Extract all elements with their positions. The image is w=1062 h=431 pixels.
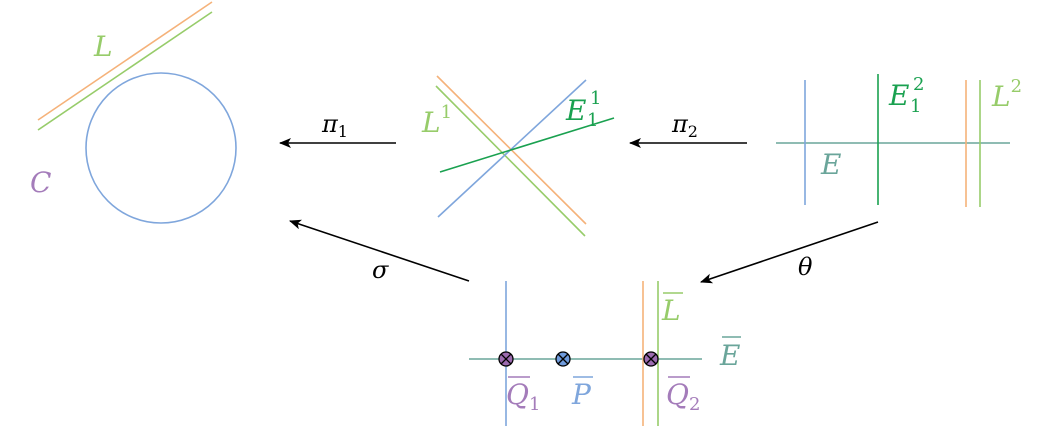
line-L1-green <box>435 85 586 237</box>
label-L: L <box>93 30 113 63</box>
arrow-pi2-label: π2 <box>671 110 698 141</box>
arrow-sigma-line <box>289 219 470 282</box>
point-P-marker <box>555 351 571 367</box>
panel-bottom-configuration: L E Q1 P Q2 <box>469 281 741 426</box>
point-Q1-cross-b <box>500 353 512 365</box>
line-L-green <box>37 11 213 131</box>
label-Lbar: L <box>661 294 681 327</box>
panel-circle-tangent: L C <box>30 1 237 224</box>
point-P-cross-b <box>557 353 569 365</box>
arrow-pi1: π1 <box>279 110 396 148</box>
arrow-theta-label: θ <box>798 253 813 281</box>
arrow-pi1-label: π1 <box>321 110 348 141</box>
arrow-sigma-label: σ <box>372 256 389 284</box>
label-Ebar: E <box>719 339 740 372</box>
point-Q2-cross-b <box>645 353 657 365</box>
label-L2: L2 <box>991 76 1022 113</box>
label-E11-sub: 1 <box>587 110 598 131</box>
line-L-orange <box>37 1 213 121</box>
label-P: P <box>571 378 592 411</box>
line-blue <box>437 79 587 218</box>
panel-second-blowup: E 1 2 E L2 <box>776 74 1022 207</box>
line-E11 <box>439 117 615 173</box>
arrow-pi2: π2 <box>629 110 747 148</box>
label-L1: L1 <box>421 102 452 139</box>
label-E11-base: E <box>565 94 586 127</box>
label-E: E <box>820 148 841 181</box>
arrow-theta-line <box>700 221 879 284</box>
point-Q1-marker <box>498 351 514 367</box>
arrow-theta: θ <box>700 221 879 284</box>
label-Q1: Q1 <box>506 378 540 415</box>
panel-first-blowup: L1 E 1 1 <box>421 75 615 237</box>
point-Q2-marker <box>643 351 659 367</box>
label-E12-sub: 1 <box>910 96 921 117</box>
label-E12-sup: 2 <box>913 74 924 95</box>
label-E11-sup: 1 <box>590 88 601 109</box>
arrow-sigma: σ <box>289 219 470 284</box>
label-E12-base: E <box>888 79 909 112</box>
label-Q2: Q2 <box>666 378 700 415</box>
circle-C <box>85 72 237 224</box>
label-C: C <box>30 166 51 199</box>
